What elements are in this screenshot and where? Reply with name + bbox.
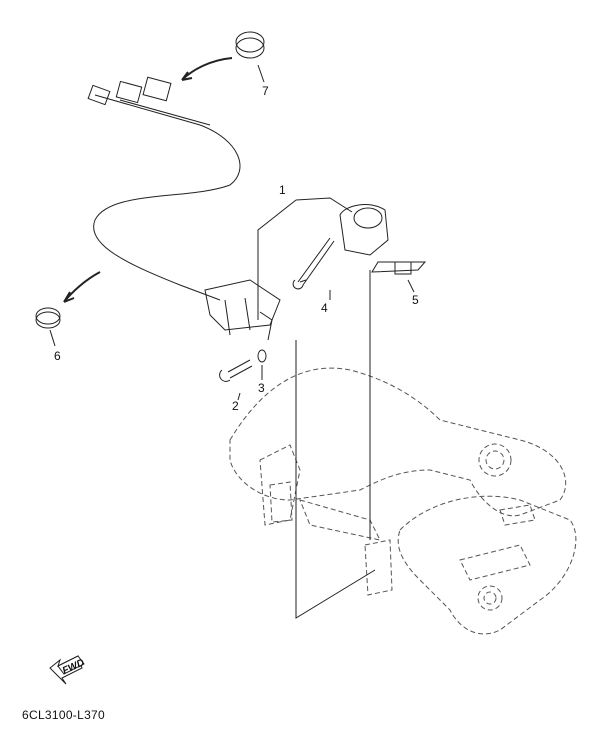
clip-part [339, 204, 427, 275]
swivel-bracket-ghost [229, 367, 577, 635]
callout-2: 2 [232, 399, 239, 413]
screw [219, 359, 253, 382]
clamp-7 [235, 31, 265, 59]
arrow-icon [181, 57, 233, 81]
diagram-code: 6CL3100-L370 [22, 708, 106, 722]
washer [257, 349, 267, 363]
bolt [292, 237, 335, 290]
clamp-6 [35, 307, 61, 329]
wire-harness [87, 76, 281, 341]
callout-3: 3 [258, 381, 265, 395]
callout-5: 5 [412, 293, 419, 307]
callout-7: 7 [262, 84, 269, 98]
callout-4: 4 [321, 301, 328, 315]
callout-1: 1 [279, 183, 286, 197]
fwd-arrow-icon: FWD [49, 655, 86, 685]
fwd-label: FWD [61, 657, 86, 677]
arrow-icon [63, 271, 101, 303]
leader-lines [49, 64, 415, 619]
callout-6: 6 [54, 349, 61, 363]
